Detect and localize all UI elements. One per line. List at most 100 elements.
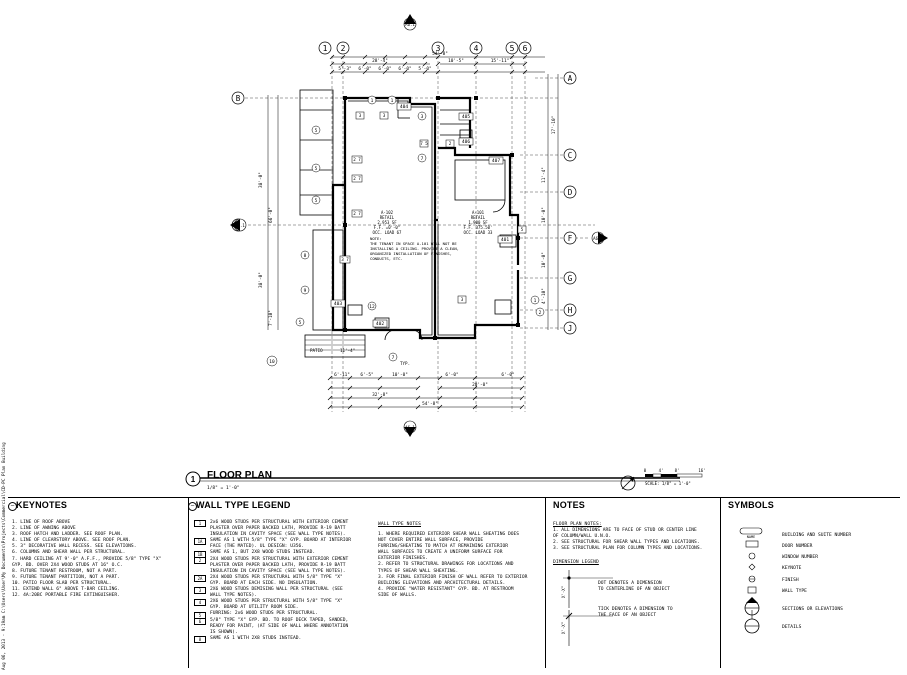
wall-note-item: 4. PROVIDE "WATER RESISTANT" GYP. BD. AT… — [378, 586, 514, 592]
svg-text:32'-8": 32'-8" — [372, 392, 388, 398]
svg-text:J: J — [568, 324, 573, 333]
plan-title: FLOOR PLAN — [207, 470, 272, 481]
floor-note-item: 2. SEE STRUCTURAL FOR SHEAR WALL TYPES A… — [553, 540, 700, 546]
keynote-item: 12. 4A:20BC PORTABLE FIRE EXTINGUISHER. — [12, 593, 120, 599]
svg-text:2,953 SF: 2,953 SF — [377, 220, 397, 225]
symbol-sections-label: SECTIONS OR ELEVATIONS — [782, 607, 843, 612]
wall-type-icon — [747, 586, 757, 594]
wall-type-list: 2x6 WOOD STUDS PER STRUCTURAL WITH EXTER… — [210, 520, 351, 642]
keynotes-title: KEYNOTES — [16, 500, 68, 510]
svg-text:6'-0": 6'-0" — [358, 66, 371, 72]
svg-text:C: C — [568, 151, 573, 160]
svg-text:1: 1 — [371, 98, 374, 104]
svg-text:F.F. =0'-0": F.F. =0'-0" — [374, 225, 401, 230]
svg-text:5: 5 — [299, 320, 302, 326]
svg-text:4: 4 — [474, 44, 479, 53]
wall-type-tag: 2 — [194, 556, 206, 564]
svg-text:A6.1: A6.1 — [593, 236, 603, 241]
wall-type-item: WALL TYPE NOTES). — [210, 593, 258, 599]
svg-text:1: 1 — [534, 298, 537, 304]
wall-type-item: SAME AS 1 WITH 2X8 STUDS INSTEAD. — [210, 635, 302, 641]
svg-text:DOT DENOTES A DIMENSION: DOT DENOTES A DIMENSION — [598, 580, 662, 586]
svg-text:F.F. 375.50': F.F. 375.50' — [464, 225, 493, 230]
floor-notes-title: FLOOR PLAN NOTES: — [553, 522, 602, 527]
wall-type-item: FACE (THE MATED). UL DESIGN: U356. — [210, 544, 305, 550]
symbol-details-label: DETAILS — [782, 625, 802, 630]
wall-note-item: BUILDING ELEVATIONS AND ARCHITECTURAL DE… — [378, 580, 506, 586]
window-number-icon — [748, 552, 756, 560]
svg-text:OCC. LOAD 67: OCC. LOAD 67 — [373, 230, 402, 235]
wall-type-item: FURRING: 2x6 WOOD STUDS PER STRUCTURAL. — [210, 611, 318, 617]
svg-text:2 7: 2 7 — [353, 211, 361, 216]
svg-text:TO CENTERLINE OF AN OBJECT: TO CENTERLINE OF AN OBJECT — [598, 586, 670, 592]
grid-bubble-B: B — [231, 91, 245, 105]
grid-bubble-2: 2 — [336, 41, 350, 55]
wall-type-item: 2X4 WOOD STUDS PER STRUCTURAL WITH 5/8" … — [210, 574, 343, 580]
grid-bubble-5: 5 — [505, 41, 519, 55]
tenant-note: NOTE: THE TENANT IN SPACE A-101 WILL NOT… — [370, 236, 459, 261]
svg-text:2: 2 — [449, 141, 452, 146]
svg-text:A: A — [568, 74, 573, 83]
floor-note-item: 1. ALL DIMENSIONS ARE TO FACE OF STUD OR… — [553, 528, 697, 533]
wall-type-tag: 2A — [194, 574, 206, 582]
svg-text:10'-0": 10'-0" — [392, 372, 408, 378]
symbols-title: SYMBOLS — [728, 500, 774, 510]
grid-bubble-F: F — [563, 231, 577, 245]
notes-title: NOTES — [553, 500, 586, 510]
svg-text:X'-X": X'-X" — [561, 622, 566, 634]
keynote-item: 5. 3" DECORATIVE WALL RECESS. SEE ELEVAT… — [12, 544, 137, 550]
keynote-item: 11. EXTEND WALL 6" ABOVE T-BAR CEILING. — [12, 587, 120, 593]
svg-text:38'-0": 38'-0" — [258, 272, 264, 288]
keynote-item: 7. HARD CEILING AT 9'-0" A.F.F., PROVIDE… — [12, 556, 162, 562]
symbols-panel: SYMBOLS NAME BUILDING AND SUITE NUMBER D… — [720, 497, 900, 668]
wall-type-item: IS SHOWN). — [210, 629, 238, 635]
plan-scale: 1/8" = 1'-0" — [207, 485, 240, 491]
svg-text:A6.1: A6.1 — [405, 425, 415, 430]
wall-note-item: EXTERIOR FINISHES. — [378, 556, 428, 562]
svg-text:5'-3": 5'-3" — [338, 66, 351, 72]
floor-note-item: 3. SEE STRUCTURAL PLAN FOR COLUMN TYPES … — [553, 546, 703, 552]
grid-bubble-1: 1 — [318, 41, 332, 55]
wall-type-tag: 8 — [194, 635, 206, 643]
svg-text:2: 2 — [539, 310, 542, 316]
wall-type-item: PLASTER OVER PAPER BACKED LATH, PROVIDE … — [210, 526, 346, 532]
keynote-item: 10. PATIO FLOOR SLAB PER STRUCTURAL. — [12, 580, 112, 586]
grid-bubble-H: H — [563, 303, 577, 317]
svg-text:3: 3 — [359, 113, 362, 118]
wall-type-item: 5/8" TYPE "X" GYP. BD. TO ROOF DECK TAPE… — [210, 617, 349, 623]
typ-label: TYP. — [400, 361, 410, 366]
keynote-item: 9. FUTURE TENANT PARTITION, NOT A PART. — [12, 574, 120, 580]
grid-bubble-J: J — [563, 321, 577, 335]
symbol-finish-label: FINISH — [782, 578, 799, 583]
svg-text:D: D — [568, 188, 573, 197]
svg-text:6'-0": 6'-0" — [501, 372, 514, 378]
svg-text:16': 16' — [698, 468, 705, 473]
svg-text:28'-4": 28'-4" — [372, 58, 388, 64]
keynote-icon — [748, 563, 756, 571]
wall-note-item: WALL SURFACES TO CREATE A UNIFORM SURFAC… — [378, 550, 503, 556]
svg-text:A6.1: A6.1 — [405, 22, 415, 27]
wall-note-item: 1. WHERE REQUIRED EXTERIOR SHEAR WALL SH… — [378, 532, 520, 537]
svg-text:5'-0": 5'-0" — [418, 66, 431, 72]
room-405: 405 — [462, 114, 471, 120]
svg-text:2: 2 — [341, 44, 346, 53]
wall-type-item: 2X6 WOOD STUDS DEMISING WALL PER STRUCTU… — [210, 587, 343, 593]
svg-text:8: 8 — [304, 253, 307, 259]
floor-note-item: OF COLUMN/WALL U.N.O. — [553, 534, 612, 540]
room-407: 407 — [492, 158, 501, 164]
wall-note-item: NOT COVER ENTIRE WALL SURFACE, PROVIDE — [378, 538, 484, 544]
grid-bubble-3: 3 — [431, 41, 445, 55]
wall-type-tag: 1A — [194, 538, 206, 546]
symbol-wall-type-label: WALL TYPE — [782, 589, 807, 594]
svg-text:7: 7 — [392, 355, 395, 361]
wall-type-tag: 6 — [194, 617, 206, 625]
north-arrow-icon — [620, 475, 636, 491]
svg-text:1: 1 — [391, 98, 394, 104]
grid-bubble-G: G — [563, 271, 577, 285]
svg-text:6'-5": 6'-5" — [360, 372, 373, 378]
symbol-icons: NAME — [739, 527, 763, 634]
svg-text:4': 4' — [659, 468, 664, 473]
svg-text:X'-X": X'-X" — [561, 586, 566, 598]
svg-text:OCC. LOAD 33: OCC. LOAD 33 — [464, 230, 493, 235]
